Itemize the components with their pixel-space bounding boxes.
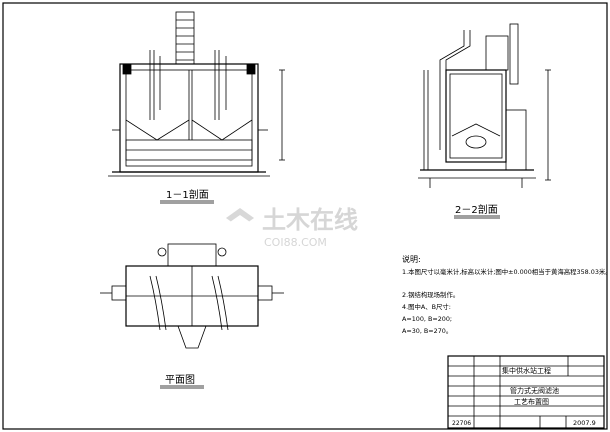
section-1-1-drawing <box>108 11 285 204</box>
section-1-1-title: 1－1剖面 <box>166 188 209 201</box>
tb-project: 集中供水站工程 <box>502 366 551 375</box>
tb-date: 2007.9 <box>573 419 596 427</box>
plan-view-title: 平面图 <box>165 374 195 386</box>
note-line-2: 2.钢结构现场制作。 <box>402 290 459 299</box>
tb-drawing-no: 22706 <box>452 420 471 427</box>
note-line-4: 4.图中A、B尺寸: <box>402 302 451 311</box>
title-block <box>447 355 605 429</box>
note-line-1: 1.本图尺寸以毫米计,标高以米计;图中±0.000相当于黄海高程358.03米。 <box>402 267 610 276</box>
plan-view-drawing <box>100 243 284 389</box>
tb-title-2: 工艺布置图 <box>514 397 549 406</box>
watermark-url: COI88.COM <box>264 236 327 249</box>
note-line-6: A=30, B=270。 <box>402 327 452 335</box>
notes-block: 说明: 1.本图尺寸以毫米计,标高以米计;图中±0.000相当于黄海高程358.… <box>402 254 610 335</box>
section-2-2-title: 2－2剖面 <box>455 203 498 216</box>
tb-title-1: 管力式无阀滤池 <box>510 386 559 395</box>
section-2-2-drawing <box>418 23 551 219</box>
title-block-text: 集中供水站工程 管力式无阀滤池 工艺布置图 2007.9 22706 <box>452 366 596 427</box>
note-line-5: A=100, B=200; <box>402 315 452 323</box>
watermark: 土木在线 COI88.COM <box>226 206 358 249</box>
watermark-brand: 土木在线 <box>262 206 358 234</box>
notes-heading: 说明: <box>402 254 421 264</box>
